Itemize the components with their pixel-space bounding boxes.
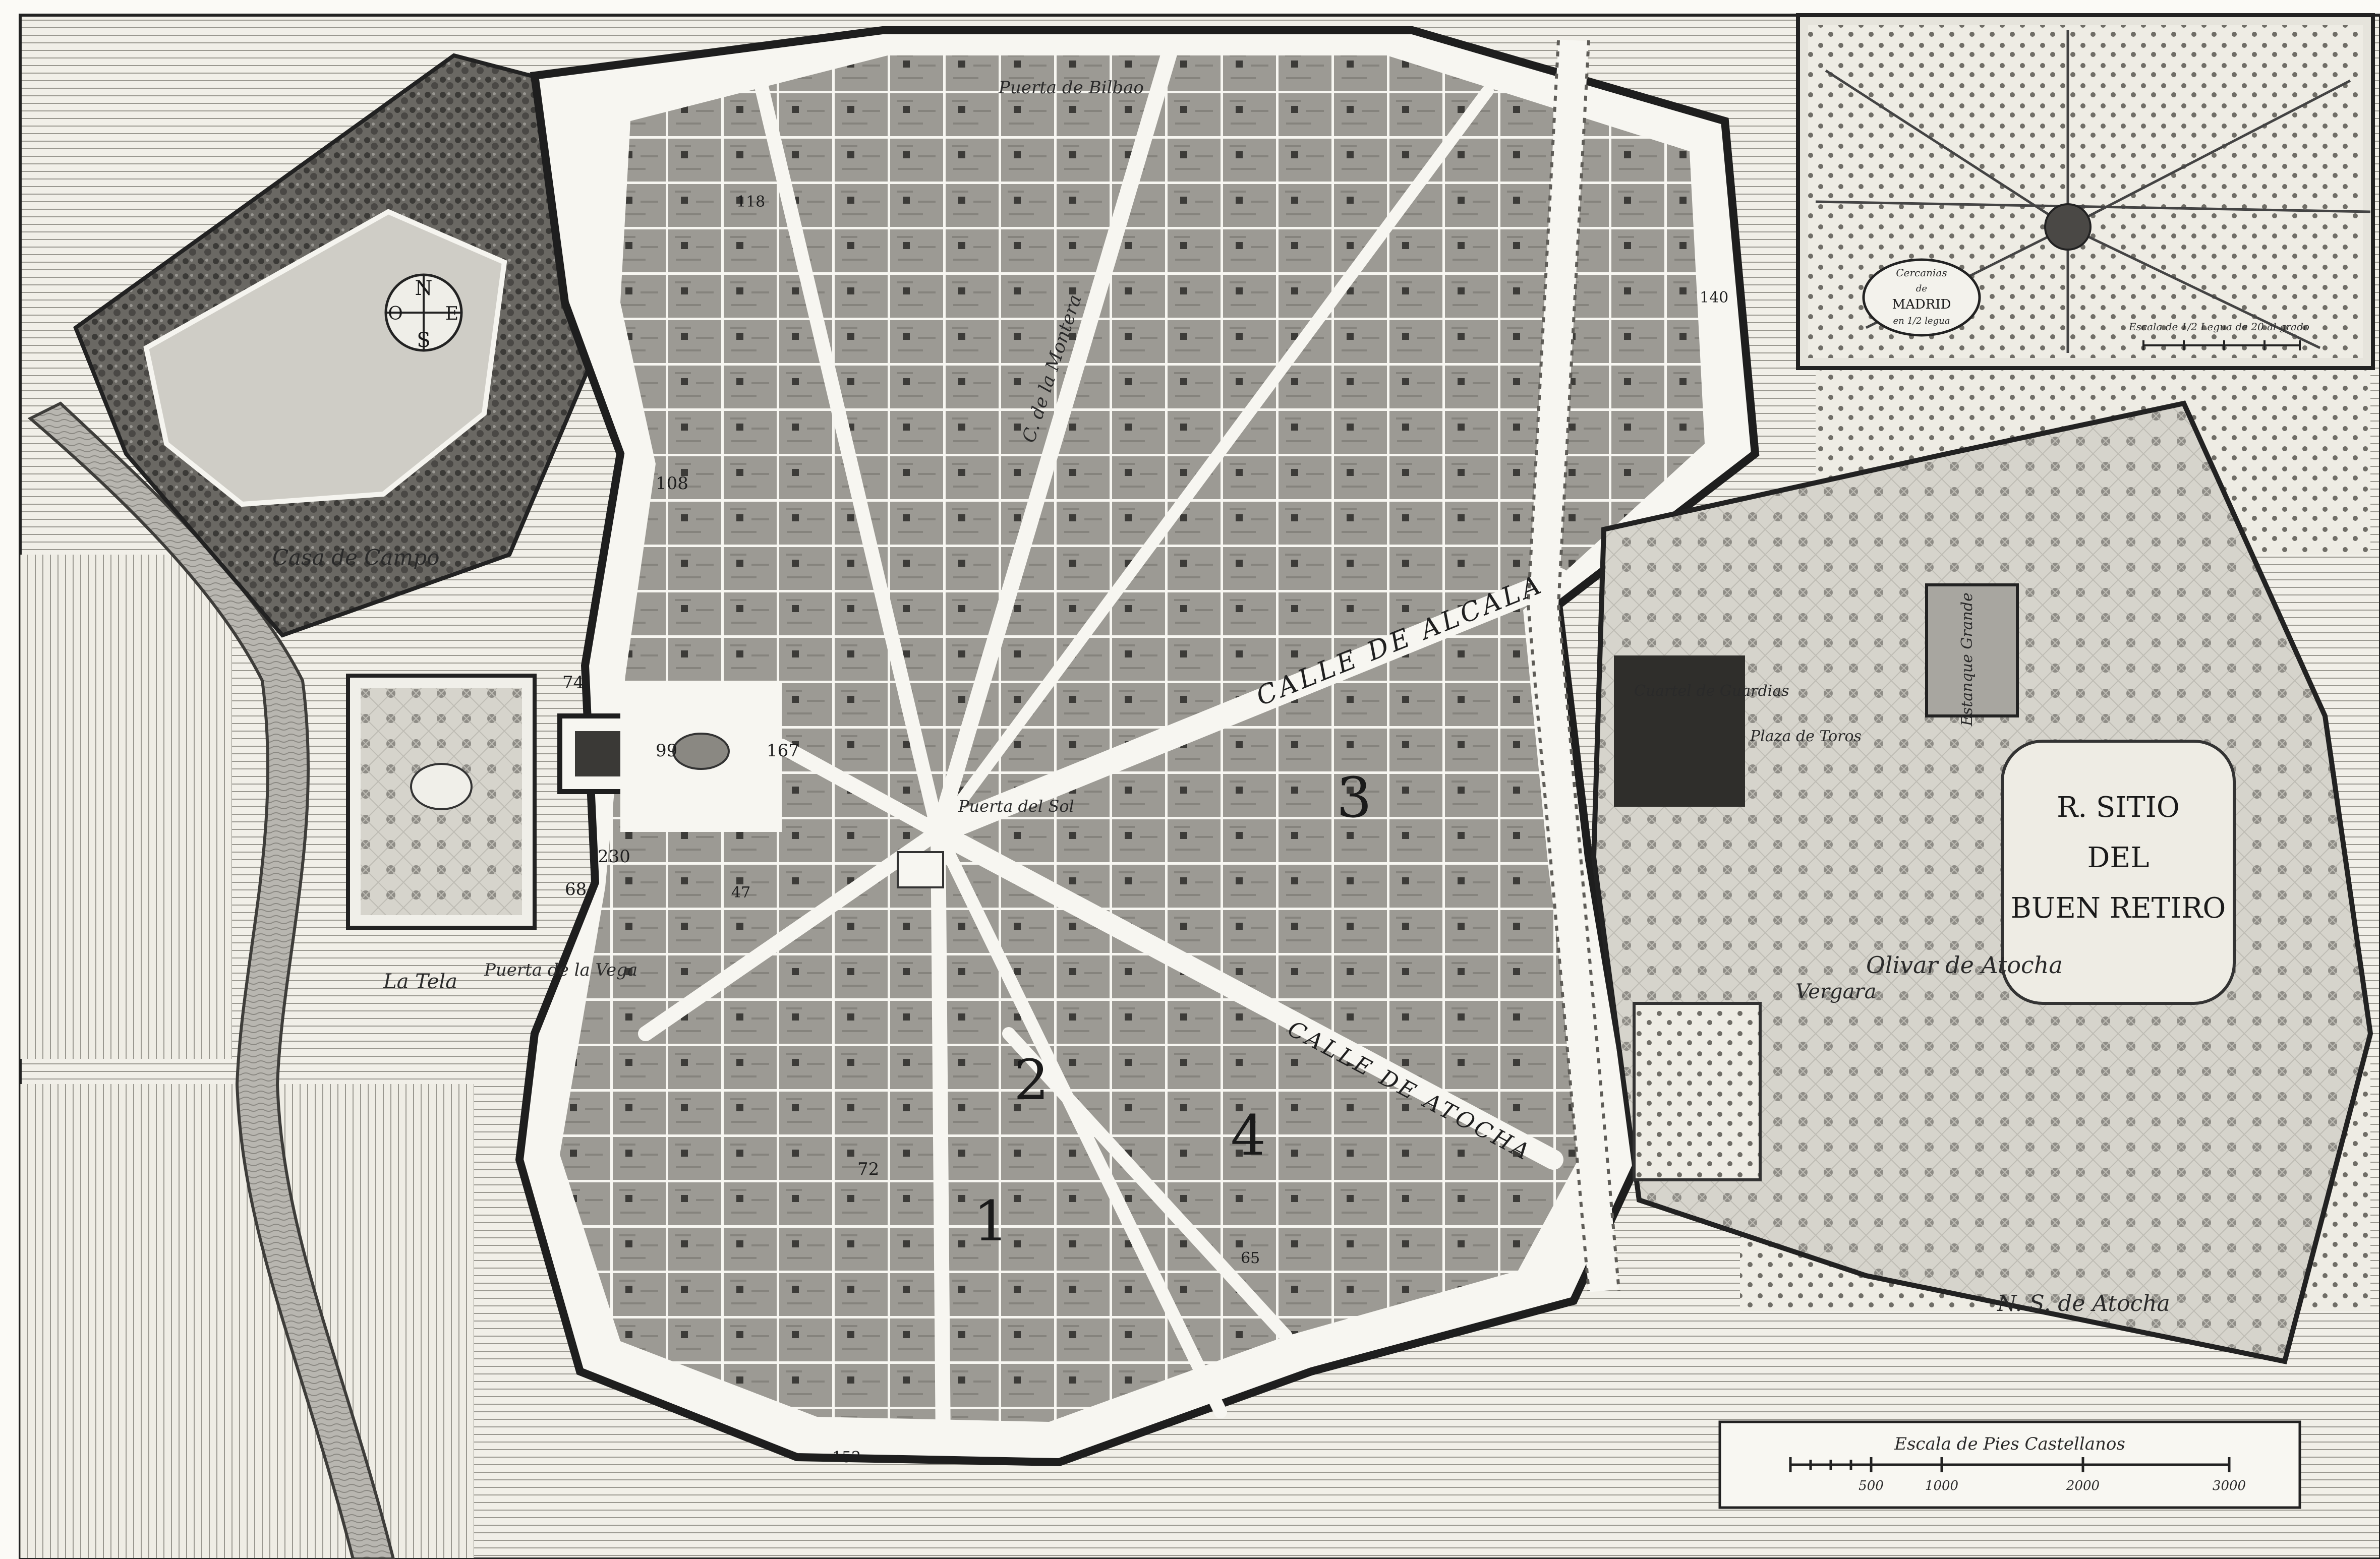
compass-west: O: [388, 304, 403, 324]
grand-pond: [1925, 583, 2019, 717]
label-puerta-vega: Puerta de la Vega: [484, 960, 637, 980]
inset-city: [2044, 203, 2092, 251]
label-retiro-1: R. SITIO: [2057, 791, 2180, 824]
compass-rose: N S E O: [384, 273, 463, 352]
compass-east: E: [445, 304, 458, 324]
label-cuartel: Cuartel de Guardias: [1634, 682, 1789, 700]
label-puerta-sol: Puerta del Sol: [958, 797, 1074, 816]
scale-tick-label: 500: [1859, 1478, 1884, 1493]
street-network: [638, 42, 1571, 1450]
scale-bar: Escala de Pies Castellanos 500 1000 2000…: [1718, 1420, 2301, 1509]
cartouche-line-4: en 1/2 legua: [1893, 316, 1950, 326]
block-number: 230: [598, 847, 630, 867]
scale-bar-title: Escala de Pies Castellanos: [1894, 1434, 2125, 1454]
district-number-2: 2: [1014, 1048, 1049, 1112]
scale-bar-ruler: [1789, 1457, 2231, 1472]
olive-grove: [1633, 1002, 1762, 1181]
label-atocha: N. S. de Atocha: [1997, 1291, 2170, 1316]
retiro-park: [1591, 400, 2373, 1364]
compass-south: S: [417, 329, 430, 352]
label-la-tela: La Tela: [383, 970, 457, 993]
label-puerta-bilbao: Puerta de Bilbao: [998, 78, 1144, 98]
block-number: 72: [857, 1159, 879, 1179]
label-plaza-toros: Plaza de Toros: [1750, 728, 1862, 745]
label-estanque: Estanque Grande: [1958, 592, 1976, 727]
farmland-west: [20, 555, 232, 1059]
block-number: 99: [656, 741, 677, 761]
block-number: 65: [1241, 1249, 1260, 1267]
paseo-prado: [1528, 39, 1619, 1292]
block-number: 108: [656, 473, 688, 494]
block-number: 152: [832, 1449, 861, 1466]
cartouche-line-2: de: [1916, 283, 1927, 294]
block-number: 47: [731, 884, 750, 902]
compass-north: N: [415, 277, 433, 300]
royal-palace: [557, 681, 782, 832]
district-number-4: 4: [1231, 1103, 1266, 1168]
block-number: 140: [1700, 289, 1728, 307]
inset-scale-caption: Escala de 1/2 Legua de 20 al grado: [2128, 321, 2309, 333]
scale-tick-label: 1000: [1925, 1478, 1958, 1493]
scale-tick-label: 3000: [2213, 1478, 2246, 1493]
inset-scale-bar: [2142, 340, 2301, 350]
block-number: 74: [562, 673, 584, 693]
label-vergara: Vergara: [1795, 980, 1876, 1003]
block-number: 118: [736, 193, 765, 211]
cartouche-line-1: Cercanias: [1896, 267, 1947, 279]
block-numbers: 108 74 99 167 230 68 72 47 118 65 140 15…: [562, 193, 1728, 1466]
district-number-1: 1: [973, 1189, 1009, 1253]
palace-garden: [346, 674, 537, 930]
inset-map: Cercanias de MADRID en 1/2 legua Escala …: [1796, 13, 2375, 370]
block-number: 68: [565, 879, 587, 900]
label-retiro-3: BUEN RETIRO: [2011, 892, 2226, 925]
retiro-buildings: [1614, 655, 1745, 807]
scale-tick-label: 2000: [2066, 1478, 2100, 1493]
inset-cartouche: [1862, 258, 1981, 337]
label-casa-campo: Casa de Campo: [272, 545, 439, 570]
block-number: 167: [767, 741, 799, 761]
river: [27, 401, 395, 1559]
label-retiro-2: DEL: [2087, 842, 2150, 874]
puerta-del-sol-square: [897, 851, 944, 888]
retiro-palace-grounds: [2001, 740, 2236, 1005]
cartouche-line-3: MADRID: [1892, 297, 1951, 312]
label-olivar: Olivar de Atocha: [1866, 951, 2063, 979]
district-number-3: 3: [1337, 765, 1372, 830]
prado-tree-rows: [1526, 40, 1620, 1291]
